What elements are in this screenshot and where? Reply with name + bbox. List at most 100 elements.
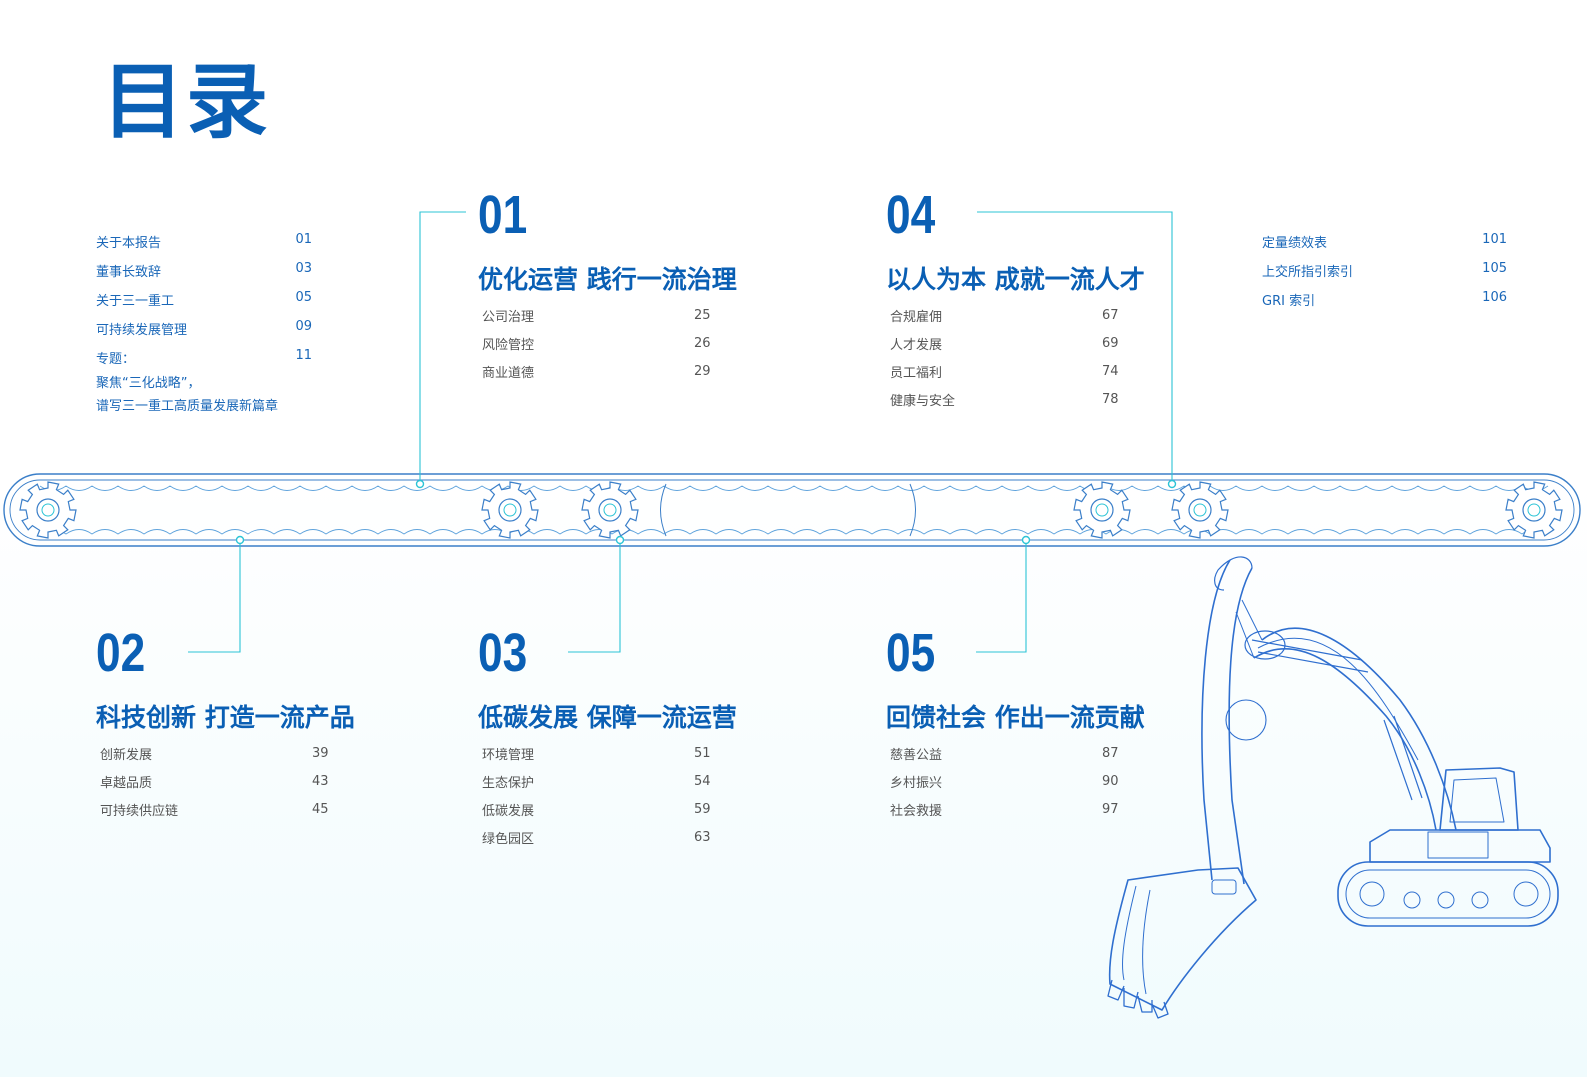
- section-item[interactable]: 低碳发展 59: [478, 800, 798, 828]
- toc-item-label: 可持续发展管理: [96, 323, 188, 338]
- section-item-page: 51: [694, 746, 711, 761]
- section-item-page: 43: [312, 774, 329, 789]
- gear-icon: [481, 481, 539, 539]
- toc-item-subtitle[interactable]: 聚焦“三化战略”， 谱写三一重工高质量发展新篇章: [96, 372, 312, 418]
- gear-hub: [1188, 498, 1212, 522]
- section-item-page: 25: [694, 308, 711, 323]
- gear-axle: [603, 503, 617, 517]
- gear-icon: [1073, 481, 1131, 539]
- section-item-page: 39: [312, 746, 329, 761]
- section-item-label: 绿色园区: [482, 832, 535, 847]
- section-item-label: 合规雇佣: [890, 310, 943, 325]
- section-item-page: 26: [694, 336, 711, 351]
- section-item-label: 健康与安全: [890, 394, 956, 409]
- section-item[interactable]: 生态保护 54: [478, 772, 798, 800]
- section-item-page: 67: [1102, 308, 1119, 323]
- gear-icon: [19, 481, 77, 539]
- section-number: 04: [886, 185, 936, 245]
- section-item-label: 生态保护: [482, 776, 535, 791]
- section-item-page: 63: [694, 830, 711, 845]
- section-title: 优化运营 践行一流治理: [478, 265, 737, 294]
- gear-icon: [1505, 481, 1563, 539]
- section-item[interactable]: 健康与安全 78: [886, 390, 1206, 418]
- gear-hub: [498, 498, 522, 522]
- section-item-label: 慈善公益: [890, 748, 943, 763]
- section-item-page: 29: [694, 364, 711, 379]
- toc-item-page: 11: [295, 348, 312, 363]
- toc-item-page: 05: [295, 290, 312, 305]
- section-item[interactable]: 绿色园区 63: [478, 828, 798, 856]
- section-item[interactable]: 环境管理 51: [478, 744, 798, 772]
- connector-01: [419, 211, 466, 484]
- gear-hub: [1522, 498, 1546, 522]
- section-item-label: 人才发展: [890, 338, 943, 353]
- section-item-page: 97: [1102, 802, 1119, 817]
- toc-item[interactable]: 专题： 11: [96, 348, 312, 377]
- section-item-label: 环境管理: [482, 748, 535, 763]
- section-item-page: 45: [312, 802, 329, 817]
- gear-hub: [598, 498, 622, 522]
- toc-item-page: 101: [1482, 232, 1507, 247]
- section-item[interactable]: 可持续供应链 45: [96, 800, 416, 828]
- section-item-page: 78: [1102, 392, 1119, 407]
- toc-item-label: 专题：: [96, 352, 136, 367]
- toc-item-label: 上交所指引索引: [1262, 265, 1354, 280]
- section-number: 02: [96, 623, 146, 683]
- toc-item[interactable]: 可持续发展管理 09: [96, 319, 312, 348]
- belt-inner-outline: [9, 479, 1575, 541]
- gear-hub: [36, 498, 60, 522]
- section-item-label: 低碳发展: [482, 804, 535, 819]
- section-item-page: 59: [694, 802, 711, 817]
- connector-lines: [188, 211, 1173, 653]
- belt-outer-outline: [3, 473, 1581, 547]
- toc-item-label: GRI 索引: [1262, 294, 1316, 309]
- connector-dot: [415, 479, 425, 489]
- section-item-label: 员工福利: [890, 366, 943, 381]
- connector-dot: [235, 535, 245, 545]
- section-number: 01: [478, 185, 528, 245]
- section-item-page: 54: [694, 774, 711, 789]
- connector-05: [976, 540, 1027, 653]
- connector-dot: [615, 535, 625, 545]
- section-item-page: 74: [1102, 364, 1119, 379]
- excavator-bucket: [1108, 867, 1257, 1011]
- excavator-arm: [1201, 559, 1231, 881]
- belt-divider: [660, 483, 667, 537]
- belt-divider: [909, 483, 916, 537]
- section-item-page: 90: [1102, 774, 1119, 789]
- section-title: 低碳发展 保障一流运营: [478, 703, 737, 732]
- excavator-cab: [1439, 767, 1519, 831]
- gear-axle: [1193, 503, 1207, 517]
- section-item[interactable]: 员工福利 74: [886, 362, 1206, 390]
- section-title: 科技创新 打造一流产品: [96, 703, 355, 732]
- toc-subtitle-line: 聚焦“三化战略”，: [96, 376, 201, 391]
- section-item[interactable]: 合规雇佣 67: [886, 306, 1206, 334]
- belt-wave-top: [39, 485, 1549, 491]
- belt-wave-bottom: [39, 529, 1549, 535]
- section-item-label: 可持续供应链: [100, 804, 179, 819]
- toc-item-page: 09: [295, 319, 312, 334]
- excavator-track: [1337, 861, 1559, 927]
